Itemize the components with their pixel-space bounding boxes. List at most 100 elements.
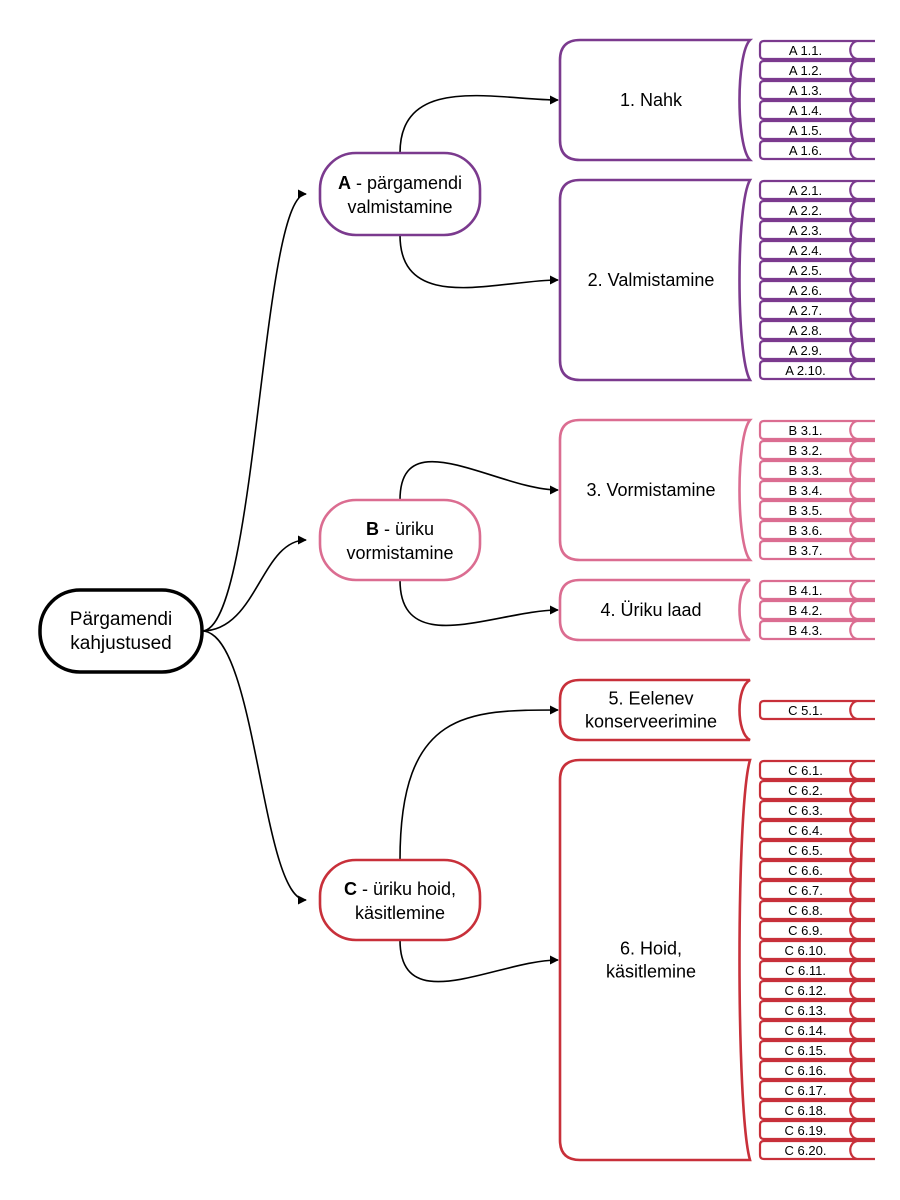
topic-label: 5. Eelenev xyxy=(608,689,693,709)
sub-item[interactable]: C 6.10. xyxy=(758,939,875,961)
sub-item[interactable]: C 6.9. xyxy=(758,919,875,941)
sub-item[interactable]: C 6.8. xyxy=(758,899,875,921)
group-letter: A xyxy=(338,173,351,193)
sub-item[interactable]: C 6.11. xyxy=(758,959,875,981)
sub-item[interactable]: A 1.2. xyxy=(758,59,875,81)
sub-item[interactable]: C 6.14. xyxy=(758,1019,875,1041)
sub-item[interactable]: B 4.1. xyxy=(758,579,875,601)
sub-item[interactable]: C 6.7. xyxy=(758,879,875,901)
sub-item[interactable]: A 2.7. xyxy=(758,299,875,321)
sub-item[interactable]: A 2.2. xyxy=(758,199,875,221)
topic-node-box xyxy=(558,578,751,642)
sub-item[interactable]: B 4.3. xyxy=(758,619,875,641)
sub-item[interactable]: A 1.1. xyxy=(758,39,875,61)
group-label-line2: valmistamine xyxy=(347,197,452,217)
sub-item[interactable]: C 6.16. xyxy=(758,1059,875,1081)
sub-item[interactable]: C 6.17. xyxy=(758,1079,875,1101)
sub-item-label: B 4.3. xyxy=(789,623,823,638)
sub-item-box xyxy=(758,99,875,121)
arrow-group-to-topic xyxy=(399,705,559,861)
group-letter: C xyxy=(344,879,357,899)
topic-node[interactable]: 6. Hoid, käsitlemine xyxy=(558,758,752,1162)
sub-item[interactable]: C 6.12. xyxy=(758,979,875,1001)
topic-node[interactable]: 2. Valmistamine xyxy=(558,178,753,382)
sub-item[interactable]: B 3.4. xyxy=(758,479,875,501)
sub-item[interactable]: A 1.5. xyxy=(758,119,875,141)
root-node[interactable]: Pärgamendi kahjustused xyxy=(38,588,204,674)
sub-item-box xyxy=(758,619,875,641)
sub-item[interactable]: B 4.2. xyxy=(758,599,875,621)
sub-item-box xyxy=(758,39,875,61)
sub-item-label: C 6.11. xyxy=(785,963,826,978)
sub-item[interactable]: C 6.15. xyxy=(758,1039,875,1061)
sub-item[interactable]: A 2.9. xyxy=(758,339,875,361)
sub-item-box xyxy=(758,519,875,541)
sub-item-label: C 6.18. xyxy=(785,1103,827,1118)
sub-item[interactable]: C 5.1. xyxy=(758,699,875,721)
sub-item-box xyxy=(758,539,875,561)
sub-item[interactable]: B 3.3. xyxy=(758,459,875,481)
topic-label: 6. Hoid, xyxy=(620,939,682,959)
topic-node[interactable]: 3. Vormistamine xyxy=(558,418,753,562)
topic-label: 4. Üriku laad xyxy=(600,600,701,620)
sub-item-label: C 6.20. xyxy=(785,1143,827,1158)
sub-item[interactable]: A 2.4. xyxy=(758,239,875,261)
sub-item-box xyxy=(758,699,875,721)
sub-item[interactable]: A 2.10. xyxy=(758,359,875,381)
sub-item[interactable]: A 2.3. xyxy=(758,219,875,241)
sub-item[interactable]: B 3.7. xyxy=(758,539,875,561)
sub-item[interactable]: C 6.6. xyxy=(758,859,875,881)
group-letter: B xyxy=(366,519,379,539)
sub-item[interactable]: C 6.13. xyxy=(758,999,875,1021)
group-label-line2: vormistamine xyxy=(346,543,453,563)
sub-item[interactable]: C 6.1. xyxy=(758,759,875,781)
sub-item[interactable]: C 6.4. xyxy=(758,819,875,841)
sub-item-label: A 2.2. xyxy=(789,203,822,218)
sub-item-box xyxy=(758,219,875,241)
group-node-B[interactable]: B - üriku vormistamine xyxy=(318,498,482,582)
sub-item-label: B 4.1. xyxy=(789,583,823,598)
sub-item-box xyxy=(758,759,875,781)
sub-item[interactable]: B 3.2. xyxy=(758,439,875,461)
sub-item[interactable]: C 6.5. xyxy=(758,839,875,861)
sub-item-label: A 2.8. xyxy=(789,323,822,338)
sub-item-box xyxy=(758,239,875,261)
sub-item-label: A 1.1. xyxy=(789,43,822,58)
sub-item-box xyxy=(758,919,875,941)
sub-item[interactable]: C 6.18. xyxy=(758,1099,875,1121)
sub-item-box xyxy=(758,859,875,881)
root-label-line1: Pärgamendi xyxy=(70,609,172,630)
sub-item[interactable]: A 2.5. xyxy=(758,259,875,281)
sub-item[interactable]: B 3.6. xyxy=(758,519,875,541)
topic-node[interactable]: 4. Üriku laad xyxy=(558,578,751,642)
sub-item[interactable]: B 3.1. xyxy=(758,419,875,441)
sub-item[interactable]: C 6.2. xyxy=(758,779,875,801)
sub-item[interactable]: A 1.3. xyxy=(758,79,875,101)
topic-label: käsitlemine xyxy=(606,962,696,982)
group-label-rest: - üriku xyxy=(379,519,434,539)
arrow-root-to-group-A xyxy=(201,189,307,632)
sub-item-label: A 2.7. xyxy=(789,303,822,318)
sub-item-label: A 2.6. xyxy=(789,283,822,298)
group-node-C[interactable]: C - üriku hoid,käsitlemine xyxy=(318,858,482,942)
sub-item-label: A 2.1. xyxy=(789,183,822,198)
topic-node-box xyxy=(558,178,753,382)
sub-item[interactable]: C 6.19. xyxy=(758,1119,875,1141)
sub-item[interactable]: C 6.20. xyxy=(758,1139,875,1161)
sub-item[interactable]: A 2.1. xyxy=(758,179,875,201)
sub-item-box xyxy=(758,1019,875,1041)
sub-item-box xyxy=(758,879,875,901)
sub-item[interactable]: A 2.6. xyxy=(758,279,875,301)
sub-item[interactable]: A 2.8. xyxy=(758,319,875,341)
topic-node[interactable]: 1. Nahk xyxy=(558,38,754,162)
sub-item[interactable]: C 6.3. xyxy=(758,799,875,821)
sub-item[interactable]: A 1.4. xyxy=(758,99,875,121)
sub-item-label: A 2.4. xyxy=(789,243,822,258)
sub-item[interactable]: B 3.5. xyxy=(758,499,875,521)
sub-item-label: A 1.3. xyxy=(789,83,822,98)
sub-item[interactable]: A 1.6. xyxy=(758,139,875,161)
sub-item-box xyxy=(758,79,875,101)
sub-item-box xyxy=(758,459,875,481)
